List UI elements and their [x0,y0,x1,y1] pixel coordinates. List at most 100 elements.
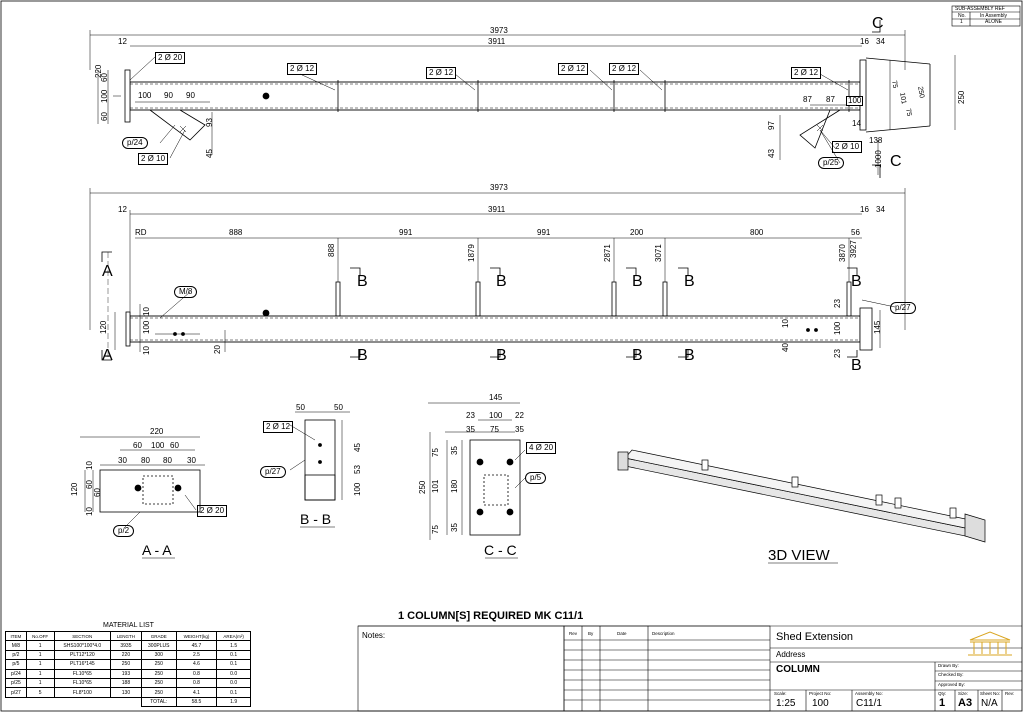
elev-right-end-dim-1: 16 [860,205,869,214]
cc-plate-label: p/5 [525,472,547,484]
cc-vert-1: 75 [431,448,440,457]
total-row: TOTAL: 58.5 1.9 [6,696,251,708]
cell: 1 [25,640,55,651]
elev-vert-dim-4: 3071 [654,244,663,262]
cell: 0.0 [216,668,251,679]
elev-left-120: 120 [99,320,108,334]
cc-row2-2: 100 [489,411,503,420]
bb-holes-label: 2 Ø 12 [263,421,294,433]
cc-row2-3: 22 [515,411,524,420]
rev-header-rev: Rev [569,631,578,636]
size-label: Size: [958,691,969,696]
cc-vert-5: 35 [450,523,459,532]
cell: 5 [25,687,55,698]
total-area: 1.9 [216,696,251,708]
cell: 300PLUS [140,640,177,651]
rev-header-description: Description [652,631,675,636]
cell: 0.1 [216,659,251,670]
top-right-flange-3: 75 [904,108,913,117]
aa-row3-2: 80 [141,456,150,465]
cell: p/24 [5,668,27,679]
section-b-marker-4-bottom: B [684,347,695,364]
cell: 188 [110,677,142,689]
cell: M/8 [5,640,27,651]
top-right-flange-1: 75 [890,80,899,89]
subassembly-col-no: No. [958,12,966,19]
top-holes-right-bottom-label: 2 Ø 10 [832,141,863,153]
cell: 0.8 [175,677,218,689]
top-dim-45: 45 [205,149,214,158]
cc-row3-3: 35 [515,425,524,434]
cell: FL10*65 [53,668,112,679]
top-right-end-dim-2: 34 [876,37,885,46]
cell: 1 [25,677,55,689]
elev-right-145: 145 [873,320,882,334]
assembly-no-value: C11/1 [856,698,882,709]
elev-right-23-bottom: 23 [833,349,842,358]
cell: 250 [110,659,142,670]
bb-top-2: 50 [334,403,343,412]
drawn-by-label: Drawn By: [938,663,959,668]
aa-h120: 120 [70,482,79,496]
scale-value: 1:25 [776,698,796,709]
sheet-no-value: N/A [981,698,998,709]
top-left-horiz-1: 100 [138,91,152,100]
cell: 4.1 [175,687,218,698]
cell: p/2 [5,649,27,661]
top-dim-1000: 1000 [874,150,883,168]
aa-row3-3: 80 [163,456,172,465]
section-a-marker-bottom: A [102,347,113,364]
section-b-marker-2-bottom: B [496,347,507,364]
top-left-dim-1: 60 [100,73,109,82]
title-block-lines [357,5,1022,712]
elev-vert-dim-6: 3927 [849,240,858,258]
elev-overall-dim: 3973 [490,183,508,192]
aa-row2-3: 60 [170,441,179,450]
aa-title: A - A [142,542,172,558]
elev-spacing-5: 800 [750,228,764,237]
section-b-marker-4-top: B [684,273,695,290]
header-area: AREA(m²) [216,630,251,642]
section-b-markers [350,267,858,358]
top-left-horiz-2: 90 [164,91,173,100]
aa-row3-4: 30 [187,456,196,465]
elev-right-dim-3: 40 [781,343,790,352]
cell [54,697,111,706]
top-plate-left-label: p/24 [122,137,148,149]
top-dim-14: 14 [852,119,861,128]
approved-by-label: Approved By: [938,682,966,687]
header-no-off: No.OFF [25,630,55,642]
cell: 4.6 [175,659,218,670]
top-dim-93: 93 [205,118,214,127]
view3d-title: 3D VIEW [768,547,830,564]
cell: FL10*65 [53,677,112,689]
top-holes-left-label: 2 Ø 20 [155,52,186,64]
aa-vert-3: 60 [93,488,102,497]
cc-row3-1: 35 [466,425,475,434]
cell: 0.1 [216,687,251,698]
elev-spacing-3: 991 [537,228,551,237]
header-grade: GRADE [140,630,177,642]
elev-right-end-dim-2: 34 [876,205,885,214]
elev-left-dim-1: 10 [142,307,151,316]
drawing-title: COLUMN [776,664,820,675]
rev-header-date: Date [617,631,627,636]
cc-vert-2: 35 [450,446,459,455]
elev-right-dim-2: 100 [833,321,842,335]
elevation-view [89,188,906,361]
cell: p/27 [5,687,27,698]
rev-label: Rev: [1005,691,1015,696]
cell: 130 [110,687,142,698]
cc-holes-label: 4 Ø 20 [526,442,557,454]
section-b-marker-1-top: B [357,273,368,290]
top-right-end-dim-1: 16 [860,37,869,46]
header-length: LENGTH [110,630,142,642]
cc-row3-2: 75 [490,425,499,434]
elev-vert-dim-5: 3870 [838,244,847,262]
